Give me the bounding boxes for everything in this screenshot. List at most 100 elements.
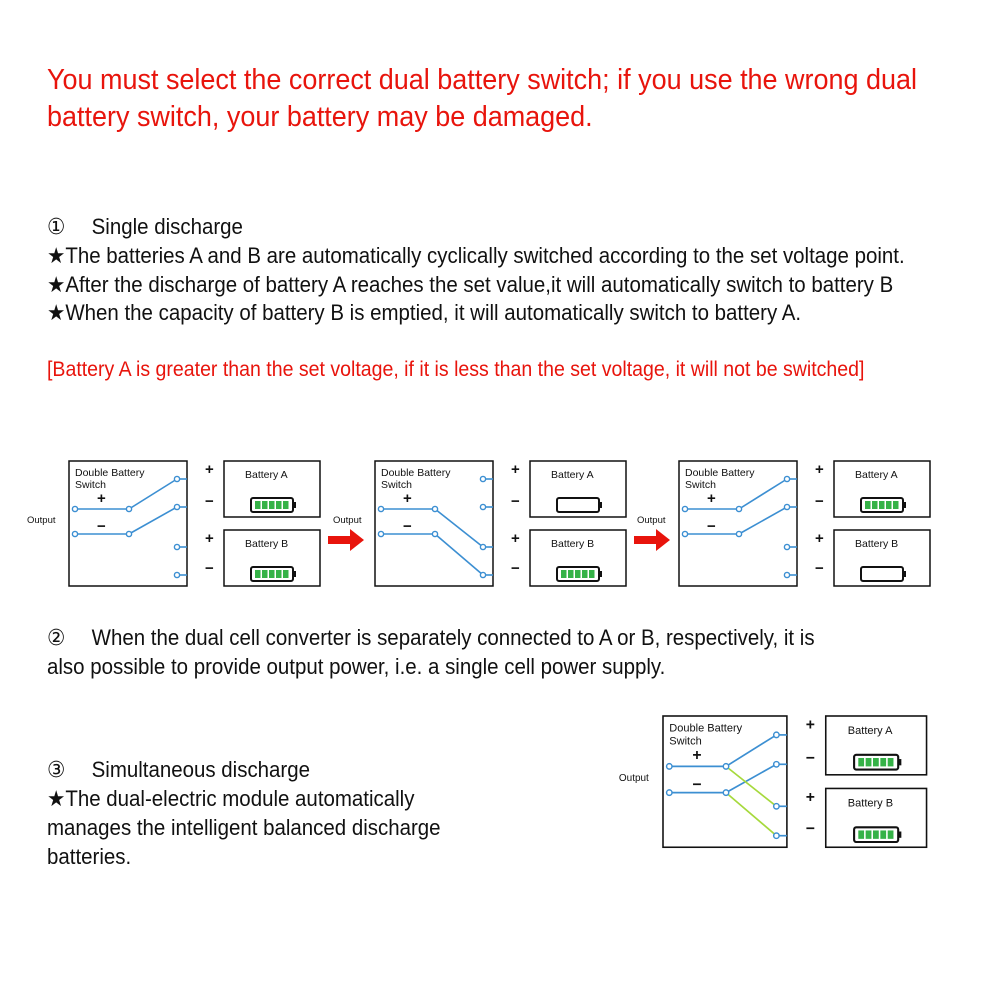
wire <box>725 792 777 837</box>
wire <box>434 533 484 576</box>
battery-b-label: Battery B <box>848 797 893 809</box>
section-1-heading: ① Single discharge <box>47 212 243 241</box>
switch-label: Double Battery <box>381 467 451 479</box>
section-3-title: Simultaneous discharge <box>91 757 311 782</box>
contact-node <box>772 731 780 739</box>
contact-node <box>71 530 79 538</box>
section-1-bullet-2: ★After the discharge of battery A reache… <box>47 272 894 297</box>
contact-node <box>125 505 133 513</box>
wire <box>738 506 788 535</box>
contact-node <box>735 530 743 538</box>
contact-node <box>772 832 780 840</box>
battery-cell <box>879 501 885 509</box>
contact-node <box>479 571 487 579</box>
contact-node <box>479 475 487 483</box>
battery-cell <box>561 570 567 578</box>
plus-sign: + <box>511 461 520 478</box>
battery-cell <box>568 570 574 578</box>
arrow-right-icon <box>634 529 670 551</box>
battery-a-label: Battery A <box>245 469 288 481</box>
minus-sign: − <box>205 493 214 510</box>
battery-cell <box>887 758 894 767</box>
plus-sign: + <box>806 717 815 734</box>
switch-label: Double Battery <box>669 723 742 735</box>
plus-sign: + <box>511 530 520 547</box>
plus-sign: + <box>97 490 106 507</box>
section-1-title: Single discharge <box>91 214 243 239</box>
wire <box>128 478 178 510</box>
switch-box <box>68 460 188 587</box>
contact-node <box>735 505 743 513</box>
section-1-bullet-3: ★When the capacity of battery B is empti… <box>47 300 802 325</box>
battery-cell <box>269 501 275 509</box>
contact-node <box>173 503 181 511</box>
contact-node <box>783 475 791 483</box>
wire <box>434 508 484 548</box>
section-3-number: ③ <box>47 757 66 782</box>
battery-cell <box>283 570 289 578</box>
contact-node <box>772 802 780 810</box>
wire <box>738 478 788 510</box>
section-3-line-3: batteries. <box>47 844 132 869</box>
contact-node <box>665 762 673 770</box>
battery-cell <box>262 501 268 509</box>
switch-label: Switch <box>685 479 716 491</box>
contact-node <box>173 475 181 483</box>
battery-cell <box>858 830 865 839</box>
plus-sign: + <box>806 789 815 806</box>
minus-sign: − <box>205 560 214 577</box>
battery-a-label: Battery A <box>855 469 898 481</box>
minus-sign: − <box>403 518 412 535</box>
plus-sign: + <box>815 530 824 547</box>
contact-node <box>377 505 385 513</box>
battery-icon <box>853 753 902 771</box>
plus-sign: + <box>205 530 214 547</box>
wire <box>725 734 777 768</box>
battery-cell <box>865 501 871 509</box>
battery-cell <box>880 830 887 839</box>
contact-node <box>479 543 487 551</box>
battery-cell <box>873 830 879 839</box>
warning-line-1: You must select the correct dual battery… <box>47 64 918 96</box>
plus-sign: + <box>815 461 824 478</box>
battery-cell <box>858 758 865 767</box>
warning-message: You must select the correct dual battery… <box>47 62 917 136</box>
battery-icon <box>250 566 296 582</box>
switch-label: Switch <box>381 479 412 491</box>
output-label: Output <box>637 515 666 526</box>
wire <box>128 506 178 535</box>
battery-cell <box>873 758 879 767</box>
battery-icon <box>250 497 296 513</box>
output-label: Output <box>333 515 362 526</box>
contact-node <box>71 505 79 513</box>
contact-node <box>722 762 730 770</box>
switch-box <box>678 460 798 587</box>
battery-icon <box>556 497 602 513</box>
warning-line-2: battery switch, your battery may be dama… <box>47 101 593 133</box>
section-1-bullet-1: ★The batteries A and B are automatically… <box>47 243 905 268</box>
battery-icon <box>556 566 602 582</box>
section-1-number: ① <box>47 214 66 239</box>
contact-node <box>681 530 689 538</box>
contact-node <box>722 789 730 797</box>
contact-node <box>173 571 181 579</box>
contact-node <box>125 530 133 538</box>
wire <box>725 763 777 794</box>
battery-cell <box>276 570 282 578</box>
section-1-note: [Battery A is greater than the set volta… <box>47 358 865 381</box>
contact-node <box>431 530 439 538</box>
battery-cell <box>269 570 275 578</box>
battery-cell <box>880 758 887 767</box>
contact-node <box>431 505 439 513</box>
battery-b-box <box>223 529 321 587</box>
battery-cell <box>262 570 268 578</box>
battery-cell <box>582 570 588 578</box>
contact-node <box>783 543 791 551</box>
contact-node <box>479 503 487 511</box>
contact-node <box>681 505 689 513</box>
battery-cell <box>283 501 289 509</box>
battery-icon <box>860 566 906 582</box>
section-3-line-1: ★The dual-electric module automatically <box>47 786 415 811</box>
